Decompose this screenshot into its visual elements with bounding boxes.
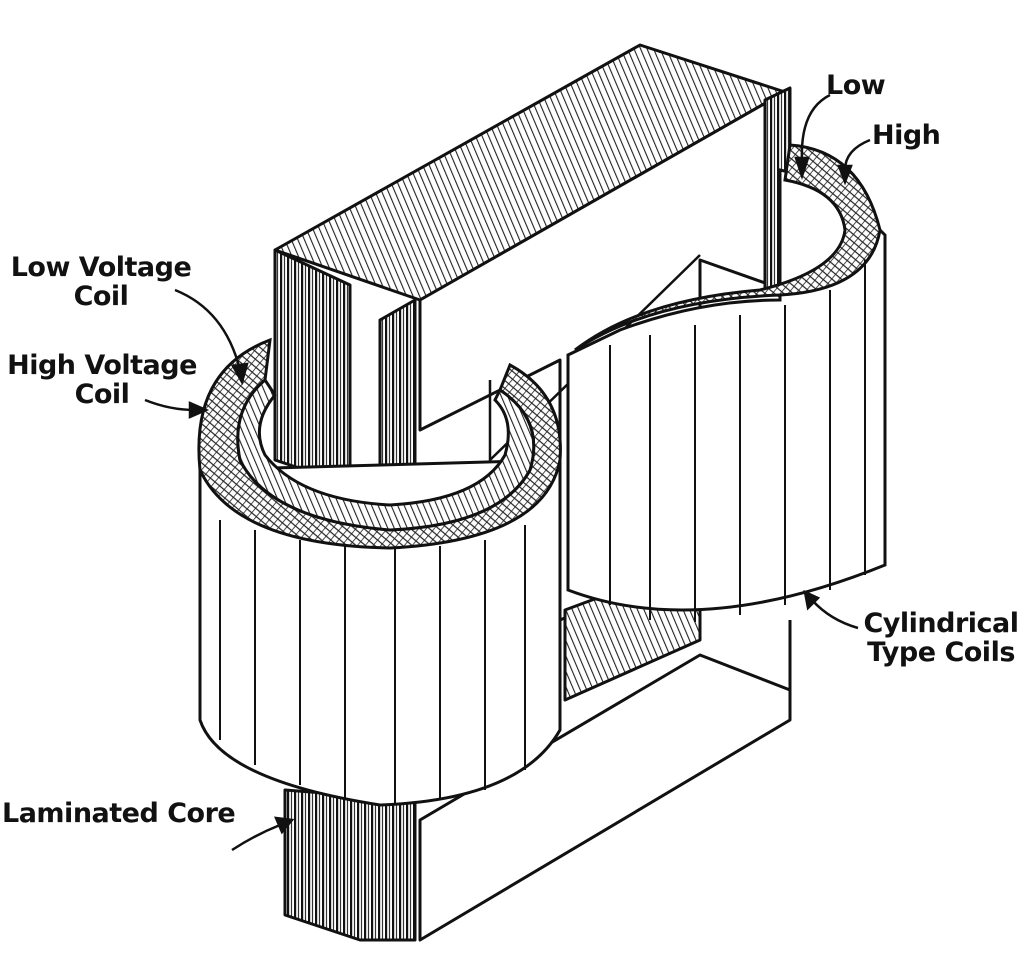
leader-arrows bbox=[144, 93, 871, 852]
label-cylindrical-type-coils: Cylindrical Type Coils bbox=[856, 608, 1026, 668]
left-coil bbox=[197, 337, 562, 807]
label-low-voltage-coil: Low Voltage Coil bbox=[6, 252, 196, 312]
label-high-voltage-coil-line2: Coil bbox=[74, 378, 130, 410]
label-low: Low bbox=[826, 70, 886, 101]
label-laminated-core: Laminated Core bbox=[2, 798, 236, 829]
label-high-voltage-coil: High Voltage Coil bbox=[6, 350, 198, 410]
right-coil bbox=[566, 143, 887, 622]
label-cylindrical-type-coils-line1: Cylindrical bbox=[863, 608, 1019, 639]
label-high-voltage-coil-line1: High Voltage bbox=[7, 350, 197, 381]
label-low-voltage-coil-line2: Coil bbox=[73, 280, 129, 312]
label-cylindrical-type-coils-line2: Type Coils bbox=[867, 636, 1015, 668]
label-low-voltage-coil-line1: Low Voltage bbox=[10, 252, 192, 283]
label-high: High bbox=[872, 120, 941, 151]
